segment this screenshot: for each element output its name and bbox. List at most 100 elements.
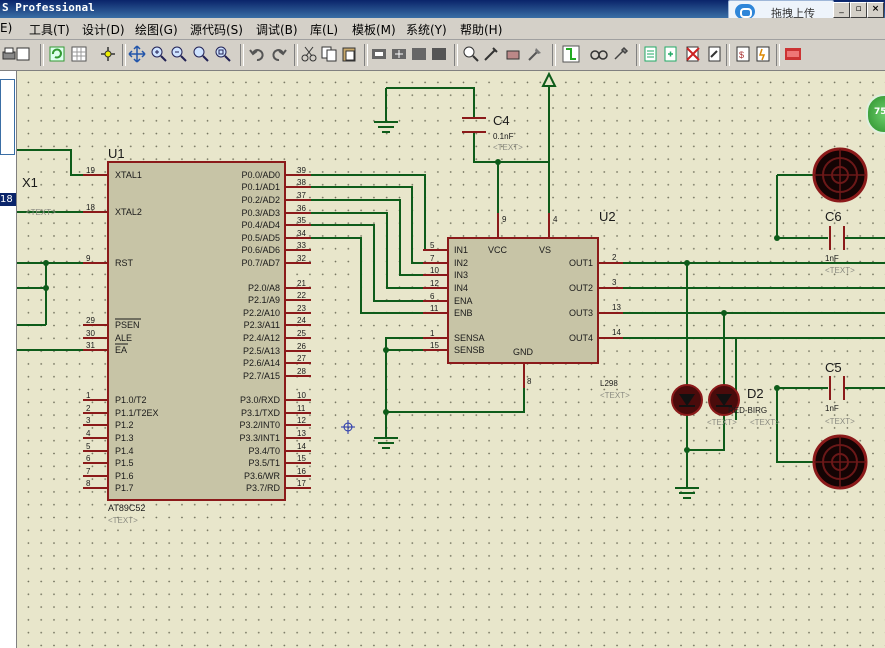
menu-graph[interactable]: 绘图(G) <box>135 23 178 37</box>
menu-help[interactable]: 帮助(H) <box>460 23 503 37</box>
menu-design[interactable]: 设计(D) <box>82 23 125 37</box>
add-sheet-icon[interactable] <box>662 45 680 63</box>
zoom-area-icon[interactable] <box>214 45 232 63</box>
u1-pin-label: XTAL1 <box>115 170 142 180</box>
menu-template[interactable]: 模板(M) <box>352 23 396 37</box>
origin-icon[interactable] <box>99 45 117 63</box>
u1-pin-label: P3.4/T0 <box>248 446 280 456</box>
menu-library[interactable]: 库(L) <box>310 23 339 37</box>
u2-pin-label: OUT2 <box>569 283 593 293</box>
u2-pin-number: 4 <box>553 215 558 224</box>
toolbar-separator <box>726 44 730 66</box>
u2-pin-number: 10 <box>430 266 439 275</box>
motor-2[interactable] <box>812 434 868 490</box>
make-device-icon[interactable] <box>482 45 500 63</box>
block-delete-icon[interactable] <box>430 45 448 63</box>
u1-pin-label: P2.3/A11 <box>244 320 280 330</box>
u1-pin-number: 21 <box>297 279 306 288</box>
u2-pin-number: 14 <box>612 328 621 337</box>
u1-pin-number: 12 <box>297 416 306 425</box>
block-rotate-icon[interactable] <box>410 45 428 63</box>
led-d1[interactable] <box>671 384 703 416</box>
d2-part: RED-BIRG <box>728 406 767 415</box>
zoom-all-icon[interactable] <box>192 45 210 63</box>
u1-pin-number: 5 <box>86 442 91 451</box>
delete-sheet-icon[interactable] <box>684 45 702 63</box>
u2-part: L298 <box>600 379 618 388</box>
u2-pin-label: IN1 <box>454 245 468 255</box>
u1-pin-label: P1.0/T2 <box>115 395 147 405</box>
u2-text-placeholder: <TEXT> <box>600 391 630 400</box>
c6-ref: C6 <box>825 209 842 224</box>
u2-pin-label: OUT3 <box>569 308 593 318</box>
u1-pin-number: 16 <box>297 467 306 476</box>
menu-tools[interactable]: 工具(T) <box>29 23 70 37</box>
toolbar-separator <box>636 44 640 66</box>
area-icon[interactable] <box>14 45 32 63</box>
package-tool-icon[interactable] <box>504 45 522 63</box>
restore-button[interactable]: ▫ <box>850 2 867 18</box>
led-d2[interactable] <box>708 384 740 416</box>
d1-text-placeholder: <TEXT> <box>707 418 737 427</box>
paste-icon[interactable] <box>340 45 358 63</box>
u1-pin-label: P2.6/A14 <box>243 358 280 368</box>
pick-device-icon[interactable] <box>462 45 480 63</box>
u1-pin-label: P1.2 <box>115 420 134 430</box>
u1-pin-number: 26 <box>297 342 306 351</box>
zoom-in-icon[interactable] <box>150 45 168 63</box>
toolbar-separator <box>454 44 458 66</box>
property-tool-icon[interactable] <box>612 45 630 63</box>
u2-pin-number: 5 <box>430 241 435 250</box>
u1-pin-number: 25 <box>297 329 306 338</box>
grid-icon[interactable] <box>70 45 88 63</box>
u1-pin-label: P2.0/A8 <box>248 283 280 293</box>
block-copy-icon[interactable] <box>370 45 388 63</box>
pan-icon[interactable] <box>128 45 146 63</box>
c5-text-placeholder: <TEXT> <box>825 417 855 426</box>
ares-netlist-icon[interactable] <box>784 45 802 63</box>
u2-pin-number: 11 <box>430 304 439 313</box>
search-tag-icon[interactable] <box>590 45 608 63</box>
menu-debug[interactable]: 调试(B) <box>256 23 298 37</box>
u2-pin-label: VCC <box>488 245 508 255</box>
u1-pin-label: P1.1/T2EX <box>115 408 159 418</box>
refresh-icon[interactable] <box>48 45 66 63</box>
print-icon[interactable] <box>0 45 18 63</box>
motor-1[interactable] <box>812 147 868 203</box>
u1-pin-number: 4 <box>86 429 91 438</box>
preview-window[interactable] <box>0 79 15 155</box>
u1-pin-number: 35 <box>297 216 306 225</box>
electrical-rule-icon[interactable] <box>754 45 772 63</box>
u1-pin-label: P2.1/A9 <box>248 295 280 305</box>
u2-ref: U2 <box>599 209 616 224</box>
menu-edit[interactable]: E) <box>0 21 13 35</box>
u2-pin-number: 13 <box>612 303 621 312</box>
zoom-out-icon[interactable] <box>170 45 188 63</box>
wire-autorouter-icon[interactable] <box>562 45 580 63</box>
u1-pin-number: 33 <box>297 241 306 250</box>
goto-sheet-icon[interactable] <box>706 45 724 63</box>
u1-pin-number: 9 <box>86 254 91 263</box>
copy-icon[interactable] <box>320 45 338 63</box>
x1-text-placeholder: <TEXT> <box>26 208 56 217</box>
u1-pin-label: P1.5 <box>115 458 134 468</box>
u1-pin-label: P0.5/AD5 <box>241 233 280 243</box>
cut-icon[interactable] <box>300 45 318 63</box>
c6-text-placeholder: <TEXT> <box>825 266 855 275</box>
u1-pin-label: P2.5/A13 <box>243 346 280 356</box>
bill-of-materials-icon[interactable]: $ <box>734 45 752 63</box>
redo-icon[interactable] <box>270 45 288 63</box>
u1-pin-number: 39 <box>297 166 306 175</box>
decompose-icon[interactable] <box>526 45 544 63</box>
close-button[interactable]: × <box>867 2 884 18</box>
menu-system[interactable]: 系统(Y) <box>406 23 447 37</box>
block-move-icon[interactable] <box>390 45 408 63</box>
menu-source[interactable]: 源代码(S) <box>190 23 243 37</box>
u1-pin-number: 31 <box>86 341 95 350</box>
u1-pin-label: P3.7/RD <box>246 483 281 493</box>
undo-icon[interactable] <box>248 45 266 63</box>
device-list-item[interactable]: 18 <box>0 193 16 206</box>
new-sheet-icon[interactable] <box>642 45 660 63</box>
minimize-button[interactable]: _ <box>833 2 850 18</box>
